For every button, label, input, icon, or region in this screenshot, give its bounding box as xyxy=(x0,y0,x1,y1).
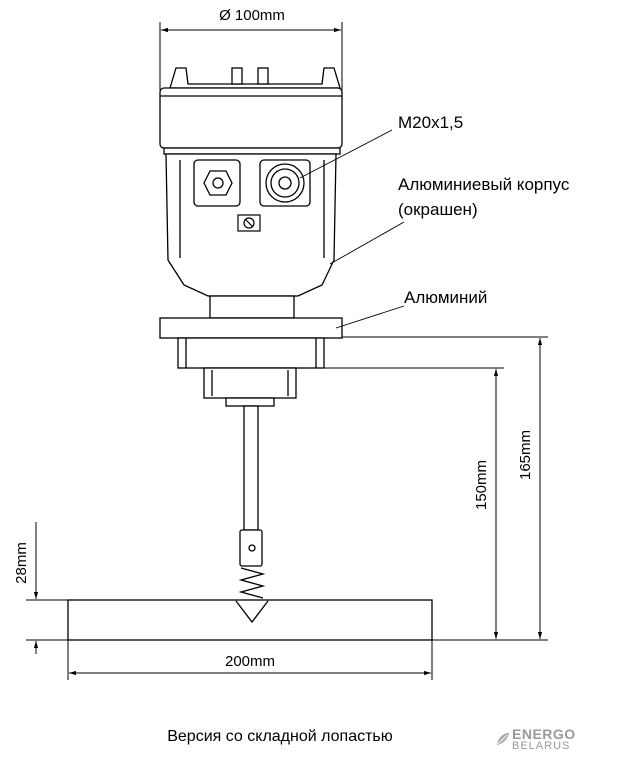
brand-logo-line2: BELARUS xyxy=(512,740,571,752)
callout-housing-line2: (окрашен) xyxy=(398,200,478,219)
dimension-paddle-height-label: 28mm xyxy=(13,542,30,584)
cable-gland-left xyxy=(193,159,241,207)
dimension-height-150-label: 150mm xyxy=(473,460,490,510)
shaft xyxy=(234,405,268,629)
dimension-height-165-label: 165mm xyxy=(517,430,534,480)
cable-gland-right xyxy=(259,159,311,207)
leaf-icon xyxy=(497,733,509,745)
housing-lid xyxy=(159,67,343,149)
callout-housing-line1: Алюминиевый корпус xyxy=(398,175,570,194)
dimension-paddle-width xyxy=(67,640,433,680)
callout-thread: M20x1,5 xyxy=(398,113,463,132)
callout-flange: Алюминий xyxy=(404,288,487,307)
ground-screw xyxy=(237,214,261,232)
dimension-top-width xyxy=(159,22,343,90)
brand-logo: ENERGO BELARUS xyxy=(512,726,576,752)
leader-lines xyxy=(299,129,405,329)
process-connection xyxy=(159,295,343,407)
dimension-height-150 xyxy=(324,367,504,639)
dimension-top-width-label: Ø 100mm xyxy=(219,7,285,24)
dimension-height-165 xyxy=(342,336,548,641)
dimension-paddle-height xyxy=(26,522,68,654)
caption: Версия со складной лопастью xyxy=(167,728,393,745)
dimension-paddle-width-label: 200mm xyxy=(225,653,275,670)
brand-logo-line1: ENERGO xyxy=(512,726,576,742)
paddle xyxy=(67,599,433,641)
